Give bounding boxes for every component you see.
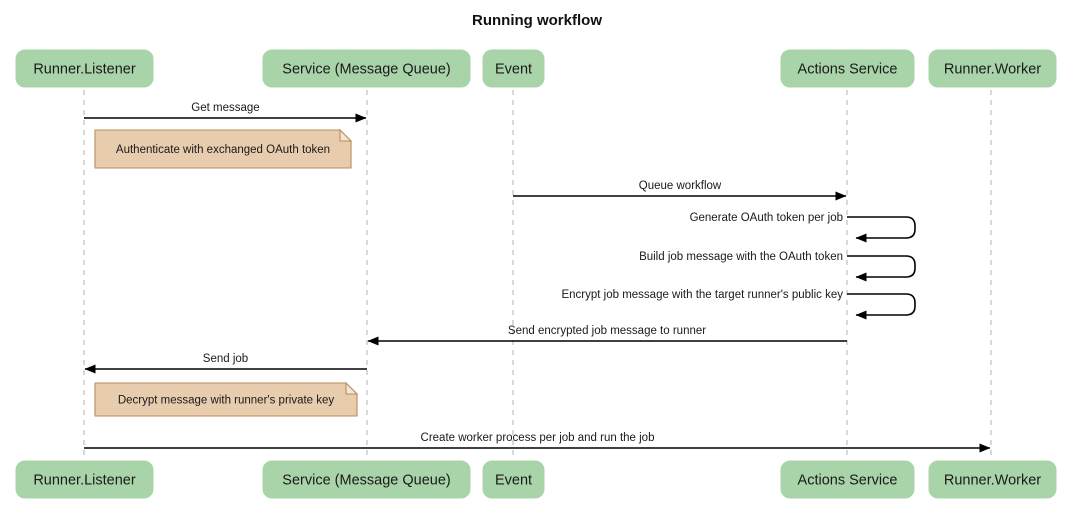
note-fold-corner [339, 128, 353, 142]
message-create-worker[interactable]: Create worker process per job and run th… [84, 432, 991, 453]
participant-header-runner-listener[interactable]: Runner.Listener [15, 49, 154, 88]
participant-box [780, 460, 915, 499]
participant-box [780, 49, 915, 88]
message-label: Send encrypted job message to runner [508, 325, 706, 337]
participant-footer-event[interactable]: Event [482, 460, 545, 499]
participant-label: Event [495, 472, 532, 488]
note-label: Decrypt message with runner's private ke… [118, 395, 335, 407]
participant-label: Actions Service [798, 61, 898, 77]
message-label: Queue workflow [639, 180, 722, 192]
message-encrypt-job[interactable]: Encrypt job message with the target runn… [561, 289, 916, 320]
participant-box [482, 460, 545, 499]
participant-box [262, 49, 471, 88]
message-label: Create worker process per job and run th… [421, 432, 655, 444]
participant-label: Runner.Worker [944, 472, 1041, 488]
message-self-loop [847, 293, 916, 320]
participant-box [482, 49, 545, 88]
note-label: Authenticate with exchanged OAuth token [116, 144, 330, 156]
note-body [94, 129, 352, 169]
participant-box [928, 460, 1057, 499]
message-label: Get message [191, 102, 259, 114]
participant-label: Actions Service [798, 472, 898, 488]
note-body [94, 382, 358, 417]
message-build-job-message[interactable]: Build job message with the OAuth token [639, 251, 916, 282]
participant-header-actions-service[interactable]: Actions Service [780, 49, 915, 88]
participant-footer-runner-worker[interactable]: Runner.Worker [928, 460, 1057, 499]
message-send-encrypted[interactable]: Send encrypted job message to runner [367, 325, 847, 346]
message-label: Build job message with the OAuth token [639, 251, 843, 263]
note-note-decrypt[interactable]: Decrypt message with runner's private ke… [94, 381, 359, 417]
message-self-loop [847, 255, 916, 282]
message-self-loop [847, 216, 916, 243]
participant-footer-actions-service[interactable]: Actions Service [780, 460, 915, 499]
participant-label: Runner.Listener [33, 61, 136, 77]
participant-label: Runner.Listener [33, 472, 136, 488]
lifelines-group [83, 90, 992, 459]
participant-header-service-mq[interactable]: Service (Message Queue) [262, 49, 471, 88]
participant-box [262, 460, 471, 499]
message-label: Generate OAuth token per job [690, 212, 843, 224]
participant-footer-runner-listener[interactable]: Runner.Listener [15, 460, 154, 499]
notes-group: Authenticate with exchanged OAuth tokenD… [94, 128, 359, 417]
participant-label: Service (Message Queue) [282, 472, 450, 488]
participant-label: Runner.Worker [944, 61, 1041, 77]
message-send-job[interactable]: Send job [84, 353, 367, 374]
message-get-message[interactable]: Get message [84, 102, 367, 123]
message-generate-token[interactable]: Generate OAuth token per job [690, 212, 916, 243]
participant-box [928, 49, 1057, 88]
participant-header-event[interactable]: Event [482, 49, 545, 88]
participant-box [15, 460, 154, 499]
participant-header-runner-worker[interactable]: Runner.Worker [928, 49, 1057, 88]
note-fold-corner [345, 381, 359, 395]
participant-footer-service-mq[interactable]: Service (Message Queue) [262, 460, 471, 499]
message-label: Encrypt job message with the target runn… [561, 289, 843, 301]
page-title: Running workflow [472, 12, 602, 29]
note-note-authenticate[interactable]: Authenticate with exchanged OAuth token [94, 128, 353, 169]
participant-label: Service (Message Queue) [282, 61, 450, 77]
message-label: Send job [203, 353, 248, 365]
participant-box [15, 49, 154, 88]
message-queue-workflow[interactable]: Queue workflow [513, 180, 847, 201]
participant-label: Event [495, 61, 532, 77]
